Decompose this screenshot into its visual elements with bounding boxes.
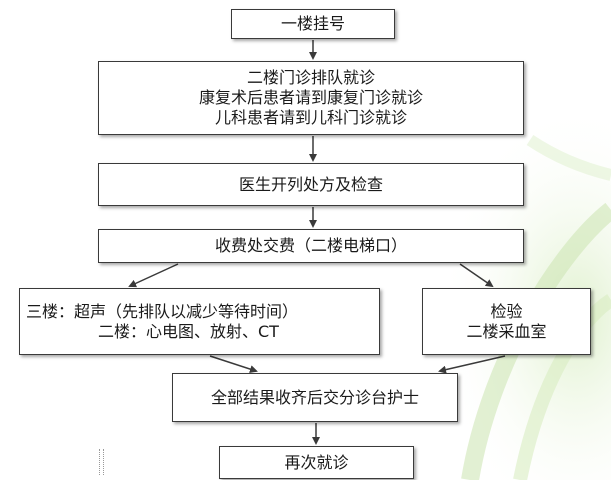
node-results-to-nurse: 全部结果收齐后交分诊台护士 <box>172 373 458 422</box>
node-registration-text: 一楼挂号 <box>280 14 345 33</box>
node-revisit: 再次就诊 <box>219 446 414 479</box>
node-imaging-line-1: 三楼：超声（先排队以减少等待时间） <box>26 301 299 321</box>
node-registration: 一楼挂号 <box>231 9 395 39</box>
node-payment: 收费处交费（二楼电梯口） <box>98 229 524 263</box>
node-results-to-nurse-text: 全部结果收齐后交分诊台护士 <box>210 387 419 407</box>
node-outpatient-line-3: 儿科患者请到儿科门诊就诊 <box>214 108 407 127</box>
node-payment-text: 收费处交费（二楼电梯口） <box>214 236 407 255</box>
dotted-marker <box>99 449 104 475</box>
node-lab-test-line-2: 二楼采血室 <box>466 321 547 341</box>
node-outpatient-queue: 二楼门诊排队就诊 康复术后患者请到康复门诊就诊 儿科患者请到儿科门诊就诊 <box>98 61 524 135</box>
node-imaging-line-2: 二楼：心电图、放射、CT <box>98 321 279 341</box>
node-lab-test-line-1: 检验 <box>490 301 523 321</box>
node-outpatient-line-1: 二楼门诊排队就诊 <box>246 68 375 87</box>
node-prescription: 医生开列处方及检查 <box>98 163 524 206</box>
node-imaging: 三楼：超声（先排队以减少等待时间） 二楼：心电图、放射、CT <box>19 288 380 355</box>
node-revisit-text: 再次就诊 <box>284 452 349 472</box>
node-outpatient-line-2: 康复术后患者请到康复门诊就诊 <box>198 88 423 107</box>
node-lab-test: 检验 二楼采血室 <box>422 288 591 355</box>
node-prescription-text: 医生开列处方及检查 <box>238 174 383 194</box>
